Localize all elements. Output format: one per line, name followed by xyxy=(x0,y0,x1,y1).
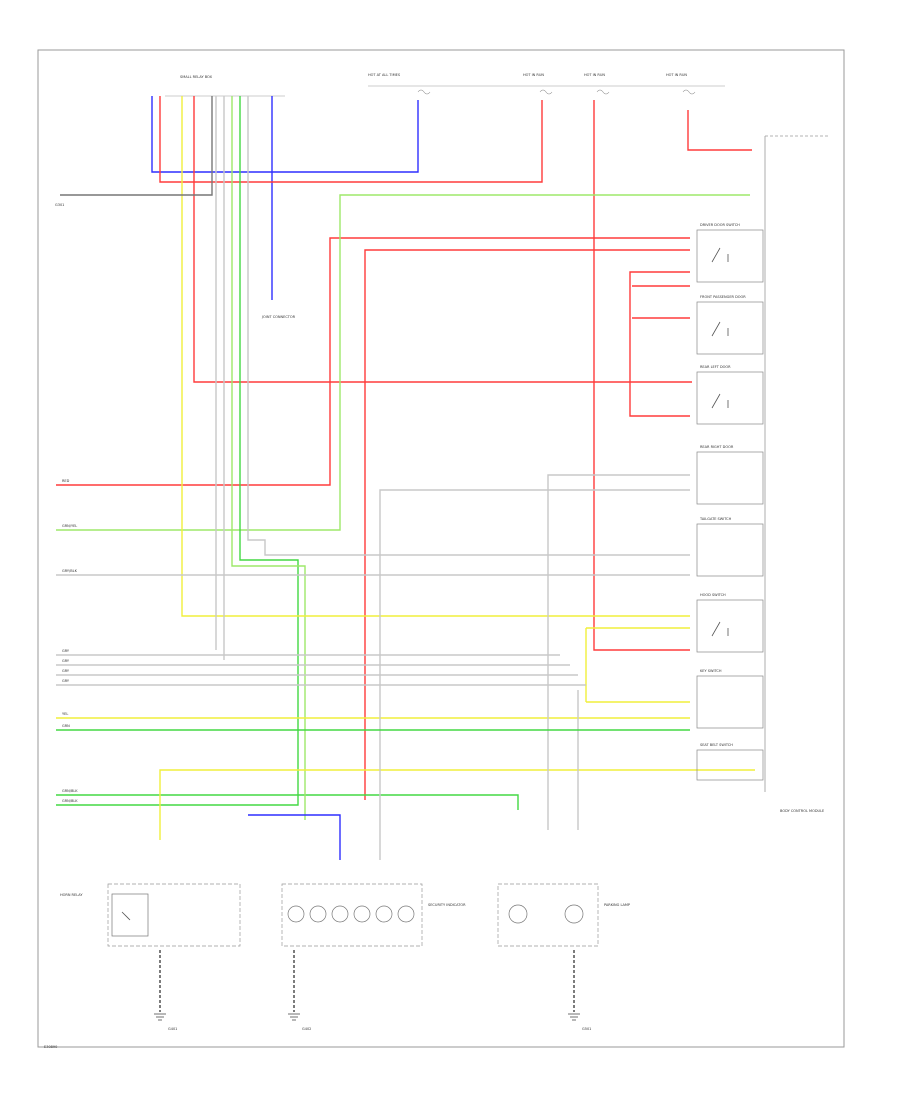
left-terminal-9: GRN xyxy=(62,724,70,728)
switch-label-2: FRONT PASSENGER DOOR xyxy=(700,295,746,299)
left-terminal-5: GRY xyxy=(62,659,70,663)
bottom-component-2: SECURITY INDICATOR xyxy=(428,903,466,907)
left-terminal-10: GRN/BLK xyxy=(62,789,78,793)
left-terminal-2: GRN/YEL xyxy=(62,524,77,528)
fuse-row: HOT AT ALL TIMES HOT IN RUN HOT IN RUN H… xyxy=(368,73,725,95)
left-terminal-11: GRN/BLK xyxy=(62,799,78,803)
left-terminal-4: GRY xyxy=(62,649,70,653)
fuse-label-1: HOT AT ALL TIMES xyxy=(368,73,401,77)
junction-block-label: SMALL RELAY BOX xyxy=(180,75,213,79)
switch-label-8: SEAT BELT SWITCH xyxy=(700,743,733,747)
fuse-label-4: HOT IN RUN xyxy=(666,73,687,77)
switch-label-7: KEY SWITCH xyxy=(700,669,722,673)
ground-label-3: G501 xyxy=(582,1027,591,1031)
bottom-components: HORN RELAY SECURITY INDICATOR PARKING LA… xyxy=(60,883,630,947)
page-border xyxy=(37,49,845,1048)
switch-label-4: REAR RIGHT DOOR xyxy=(700,445,734,449)
ground-label-top: G301 xyxy=(55,203,64,207)
joint-connector-label: JOINT CONNECTOR xyxy=(261,315,296,319)
switch-contacts xyxy=(711,247,729,637)
left-terminal-3: GRY/BLK xyxy=(62,569,78,573)
left-terminals: RED GRN/YEL GRY/BLK GRY GRY GRY GRY YEL … xyxy=(62,479,78,803)
control-unit: BODY CONTROL MODULE xyxy=(764,135,830,813)
ground-label-2: G402 xyxy=(302,1027,311,1031)
fuse-label-3: HOT IN RUN xyxy=(584,73,605,77)
bottom-component-3: PARKING LAMP xyxy=(604,903,630,907)
switch-label-3: REAR LEFT DOOR xyxy=(700,365,731,369)
wires xyxy=(56,96,755,1012)
footer-code: E30890 xyxy=(44,1045,57,1049)
bottom-component-1: HORN RELAY xyxy=(60,893,83,897)
left-terminal-8: YEL xyxy=(62,712,68,716)
left-terminal-7: GRY xyxy=(62,679,70,683)
switch-label-6: HOOD SWITCH xyxy=(700,593,726,597)
ground-label-1: G401 xyxy=(168,1027,177,1031)
left-terminal-1: RED xyxy=(62,479,70,483)
ground-symbols xyxy=(154,1013,580,1021)
left-terminal-6: GRY xyxy=(62,669,70,673)
switch-label-1: DRIVER DOOR SWITCH xyxy=(700,223,740,227)
switch-label-5: TAILGATE SWITCH xyxy=(699,517,732,521)
switch-labels: DRIVER DOOR SWITCH FRONT PASSENGER DOOR … xyxy=(699,223,746,747)
fuse-label-2: HOT IN RUN xyxy=(523,73,544,77)
switch-boxes xyxy=(696,229,764,781)
control-unit-label: BODY CONTROL MODULE xyxy=(780,809,824,813)
